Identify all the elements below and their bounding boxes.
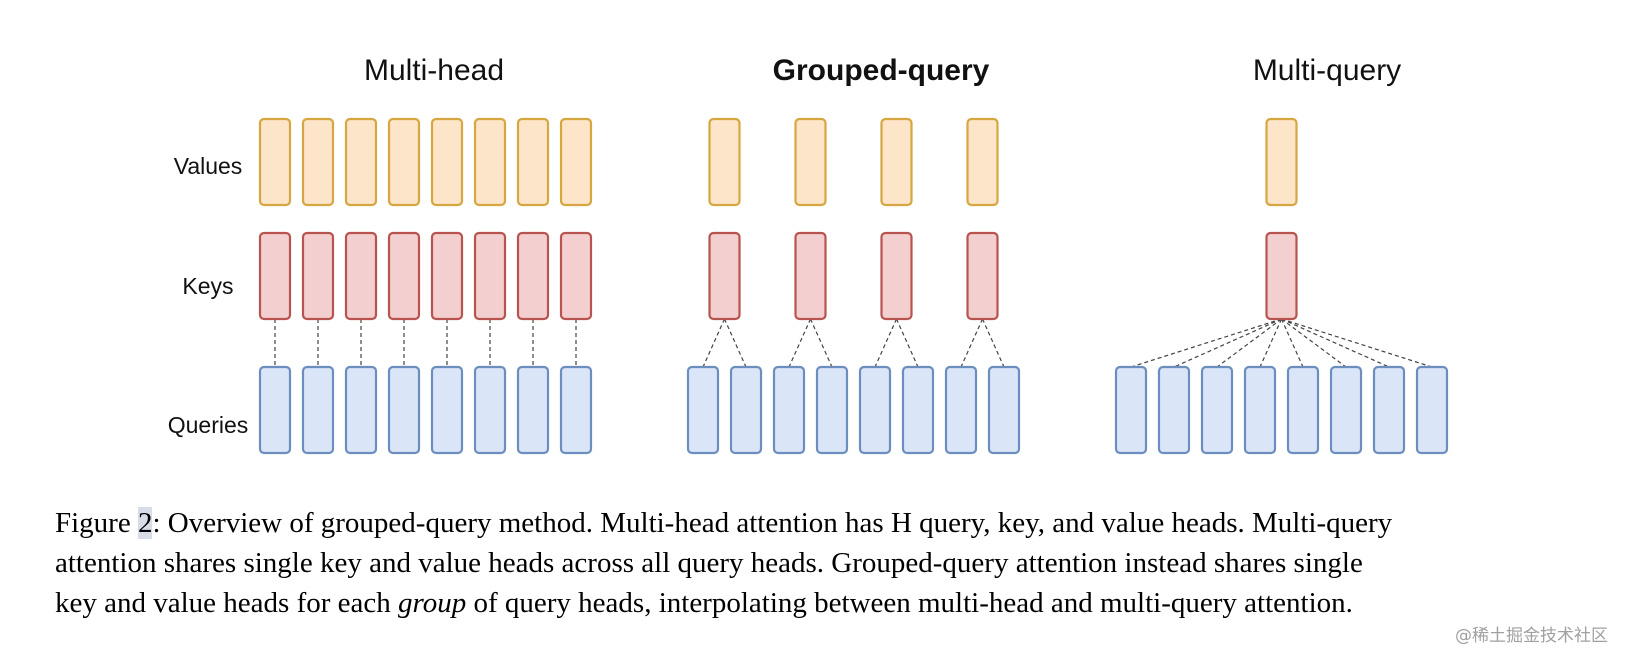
multi-head-value-head [430, 117, 464, 207]
grouped-query-query-head [686, 365, 720, 455]
caption-italic-group: group [398, 587, 467, 619]
multi-head-query-head [473, 365, 507, 455]
grouped-query-value-head [794, 117, 827, 207]
multi-head-query-head [430, 365, 464, 455]
multi-head-key-head [473, 231, 507, 321]
multi-query-key-head [1265, 231, 1298, 321]
grouped-query-connector [895, 318, 919, 368]
multi-query-query-head [1200, 365, 1234, 455]
caption-line-3-before: key and value heads for each [55, 587, 399, 619]
multi-query-query-head [1372, 365, 1406, 455]
multi-query-query-head [1415, 365, 1449, 455]
multi-head-key-head [258, 231, 292, 321]
caption-line-3: key and value heads for each group of qu… [55, 583, 1585, 623]
caption-line-3-after: of query heads, interpolating between mu… [466, 587, 1353, 619]
multi-query-connector [1280, 318, 1304, 368]
multi-head-query-head [559, 365, 593, 455]
multi-head-value-head [344, 117, 378, 207]
multi-head-value-head [387, 117, 421, 207]
grouped-query-connector [874, 318, 898, 368]
grouped-query-query-head [772, 365, 806, 455]
panel-title-multi-query: Multi-query [1253, 54, 1401, 87]
multi-head-query-head [258, 365, 292, 455]
multi-head-query-head [516, 365, 550, 455]
multi-head-value-head [258, 117, 292, 207]
multi-query-query-head [1114, 365, 1148, 455]
gqa-diagram: Multi-head Grouped-query Multi-query Val… [168, 54, 1449, 455]
grouped-query-query-head [987, 365, 1021, 455]
multi-head-key-head [516, 231, 550, 321]
watermark: @稀土掘金技术社区 [1455, 626, 1608, 646]
row-label-keys: Keys [182, 273, 233, 299]
multi-query-connector [1259, 318, 1283, 368]
multi-head-key-head [301, 231, 335, 321]
multi-head-value-head [559, 117, 593, 207]
grouped-query-query-head [815, 365, 849, 455]
multi-head-query-head [344, 365, 378, 455]
head-boxes [258, 117, 1449, 455]
multi-query-query-head [1157, 365, 1191, 455]
panel-title-multi-head: Multi-head [364, 54, 504, 87]
multi-head-query-head [387, 365, 421, 455]
grouped-query-query-head [729, 365, 763, 455]
caption-line-1-text: : Overview of grouped-query method. Mult… [152, 507, 1393, 539]
multi-head-value-head [516, 117, 550, 207]
multi-query-connector [1281, 318, 1433, 368]
grouped-query-key-head [708, 231, 741, 321]
grouped-query-value-head [966, 117, 999, 207]
multi-query-query-head [1286, 365, 1320, 455]
multi-query-query-head [1243, 365, 1277, 455]
caption-line-1: Figure 2: Overview of grouped-query meth… [55, 503, 1585, 543]
connector-lines [274, 318, 1433, 368]
grouped-query-connector [702, 318, 726, 368]
row-label-queries: Queries [168, 412, 249, 438]
multi-head-key-head [344, 231, 378, 321]
grouped-query-query-head [858, 365, 892, 455]
panel-title-grouped-query: Grouped-query [773, 54, 990, 87]
grouped-query-connector [981, 318, 1005, 368]
grouped-query-query-head [944, 365, 978, 455]
caption-line-2: attention shares single key and value he… [55, 547, 1363, 579]
multi-head-key-head [430, 231, 464, 321]
grouped-query-key-head [966, 231, 999, 321]
multi-query-query-head [1329, 365, 1363, 455]
multi-head-key-head [387, 231, 421, 321]
multi-head-value-head [473, 117, 507, 207]
multi-query-connector [1130, 318, 1282, 368]
grouped-query-key-head [794, 231, 827, 321]
multi-query-connector [1173, 318, 1282, 368]
multi-query-value-head [1265, 117, 1298, 207]
multi-head-value-head [301, 117, 335, 207]
grouped-query-value-head [880, 117, 913, 207]
grouped-query-connector [788, 318, 812, 368]
grouped-query-query-head [901, 365, 935, 455]
figure-caption: Figure 2: Overview of grouped-query meth… [55, 503, 1585, 623]
grouped-query-connector [723, 318, 747, 368]
multi-head-key-head [559, 231, 593, 321]
multi-head-query-head [301, 365, 335, 455]
multi-query-connector [1281, 318, 1390, 368]
grouped-query-key-head [880, 231, 913, 321]
row-label-values: Values [174, 153, 243, 179]
figure-number: 2 [137, 507, 153, 539]
grouped-query-value-head [708, 117, 741, 207]
figure-label: Figure [55, 507, 138, 539]
grouped-query-connector [960, 318, 984, 368]
grouped-query-connector [809, 318, 833, 368]
